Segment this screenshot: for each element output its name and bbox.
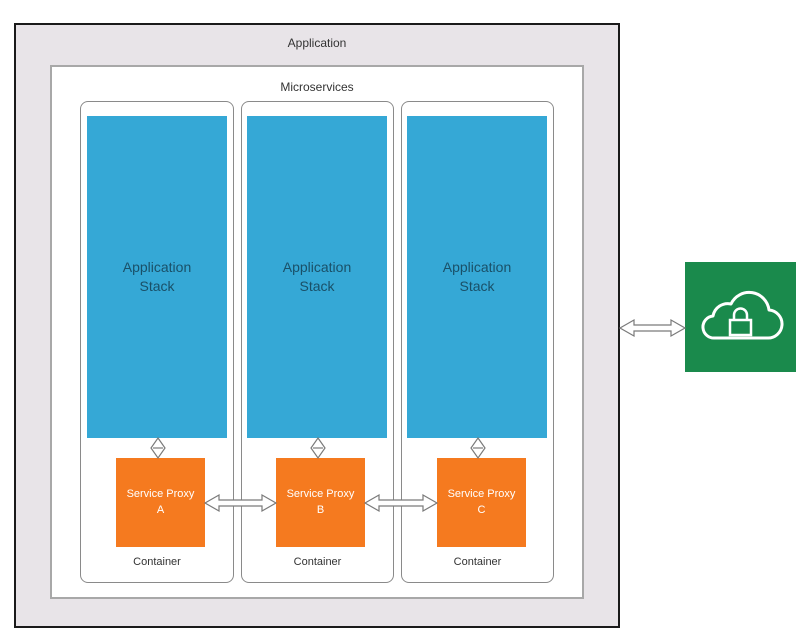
application-stack-b: Application Stack bbox=[247, 116, 387, 438]
cloud-lock-icon bbox=[701, 290, 784, 340]
service-proxy-c: Service Proxy C bbox=[437, 458, 526, 547]
stack-proxy-connector-c bbox=[470, 437, 486, 459]
container-a-label: Container bbox=[133, 556, 181, 568]
application-stack-a: Application Stack bbox=[87, 116, 227, 438]
application-stack-c-line2: Stack bbox=[459, 278, 495, 294]
container-b-label: Container bbox=[293, 556, 342, 568]
application-cloud-link bbox=[618, 318, 687, 338]
application-stack-a-line1: Application bbox=[122, 259, 192, 276]
proxy-link-b-c bbox=[363, 493, 439, 513]
stack-proxy-connector-b bbox=[310, 437, 326, 459]
microservices-label: Microservices bbox=[280, 80, 354, 94]
service-proxy-b: Service Proxy B bbox=[276, 458, 365, 547]
proxy-link-a-b bbox=[203, 493, 278, 513]
service-proxy-a-line1: Service Proxy bbox=[126, 487, 195, 500]
application-label: Application bbox=[287, 36, 347, 50]
container-c-label: Container bbox=[453, 556, 502, 568]
stack-proxy-connector-a bbox=[150, 437, 166, 459]
service-proxy-c-line1: Service Proxy bbox=[447, 487, 516, 500]
application-stack-a-line2: Stack bbox=[139, 278, 175, 294]
service-proxy-c-line2: C bbox=[477, 503, 486, 516]
external-cloud-tile bbox=[685, 262, 796, 372]
application-stack-b-line1: Application bbox=[282, 259, 352, 276]
application-stack-c: Application Stack bbox=[407, 116, 547, 438]
service-proxy-a: Service Proxy A bbox=[116, 458, 205, 547]
application-stack-b-line2: Stack bbox=[299, 278, 335, 294]
service-proxy-b-line2: B bbox=[316, 503, 325, 516]
application-stack-c-line1: Application bbox=[442, 259, 512, 276]
service-proxy-b-line1: Service Proxy bbox=[286, 487, 355, 500]
service-proxy-a-line2: A bbox=[156, 503, 165, 516]
